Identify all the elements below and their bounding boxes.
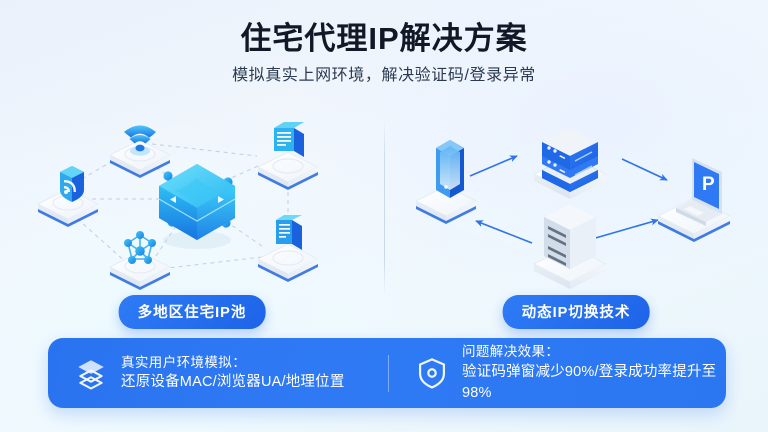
server-rack-icon — [542, 128, 598, 192]
panel-right: P — [384, 104, 768, 334]
rss-shield-icon — [60, 166, 84, 202]
node-server-tower — [533, 204, 607, 289]
smartphone-icon — [436, 140, 464, 198]
right-pill-label: 动态IP切换技术 — [502, 295, 650, 329]
panel-left: 多地区住宅IP池 — [0, 104, 384, 334]
node-document — [257, 122, 319, 190]
node-network — [109, 231, 171, 290]
mobile-device-icon — [276, 215, 302, 250]
header: 住宅代理IP解决方案 模拟真实上网环境，解决验证码/登录异常 — [0, 0, 768, 85]
banner-item-text: 问题解决效果： 验证码弹窗减少90%/登录成功率提升至98% — [462, 342, 726, 404]
banner-item-environment: 真实用户环境模拟： 还原设备MAC/浏览器UA/地理位置 — [48, 338, 388, 408]
right-diagram: P — [384, 104, 768, 290]
left-diagram — [0, 104, 384, 290]
banner-item-results: 问题解决效果： 验证码弹窗减少90%/登录成功率提升至98% — [388, 338, 726, 408]
left-diagram-svg — [37, 122, 319, 290]
diagram-stage: 多地区住宅IP池 — [0, 104, 768, 334]
node-server-rack — [533, 128, 607, 199]
page-subtitle: 模拟真实上网环境，解决验证码/登录异常 — [232, 66, 536, 84]
document-stack-icon — [274, 122, 304, 157]
panel-divider — [384, 118, 385, 296]
pad-network — [109, 251, 171, 290]
bottom-banner: 真实用户环境模拟： 还原设备MAC/浏览器UA/地理位置 问题解决效果： 验证码… — [48, 338, 726, 408]
shield-check-icon — [418, 358, 446, 389]
page-title: 住宅代理IP解决方案 — [240, 21, 528, 56]
server-tower-icon — [544, 204, 596, 269]
node-wifi — [109, 125, 171, 178]
banner-heading: 真实用户环境模拟： — [121, 354, 247, 370]
banner-heading: 问题解决效果： — [462, 344, 560, 360]
arrow-server-to-laptop — [621, 158, 668, 181]
right-diagram-svg: P — [415, 128, 731, 289]
node-phone — [415, 140, 477, 224]
wifi-signal-icon — [124, 125, 156, 156]
arrow-tower-to-laptop — [591, 218, 659, 240]
pad-mobile — [257, 243, 319, 282]
banner-separator — [388, 355, 389, 392]
right-flow-arrows — [469, 155, 668, 244]
left-pill-label: 多地区住宅IP池 — [118, 295, 266, 329]
banner-detail: 验证码弹窗减少90%/登录成功率提升至98% — [462, 363, 717, 401]
pad-phone — [415, 185, 477, 224]
laptop-proxy-icon: P — [676, 158, 722, 226]
banner-detail: 还原设备MAC/浏览器UA/地理位置 — [121, 374, 345, 391]
node-laptop: P — [657, 158, 731, 242]
molecule-network-icon — [124, 231, 156, 264]
banner-item-text: 真实用户环境模拟： 还原设备MAC/浏览器UA/地理位置 — [121, 353, 345, 394]
pad-signal-shield — [37, 188, 99, 227]
layers-stack-icon — [78, 360, 104, 390]
arrow-tower-to-phone — [475, 220, 533, 244]
arrow-phone-to-server — [469, 155, 518, 177]
laptop-screen-glyph: P — [702, 174, 715, 195]
pad-document — [257, 151, 319, 190]
node-mobile — [257, 215, 319, 282]
node-signal-shield — [37, 166, 99, 227]
isometric-cube-exchange-icon — [158, 164, 236, 249]
